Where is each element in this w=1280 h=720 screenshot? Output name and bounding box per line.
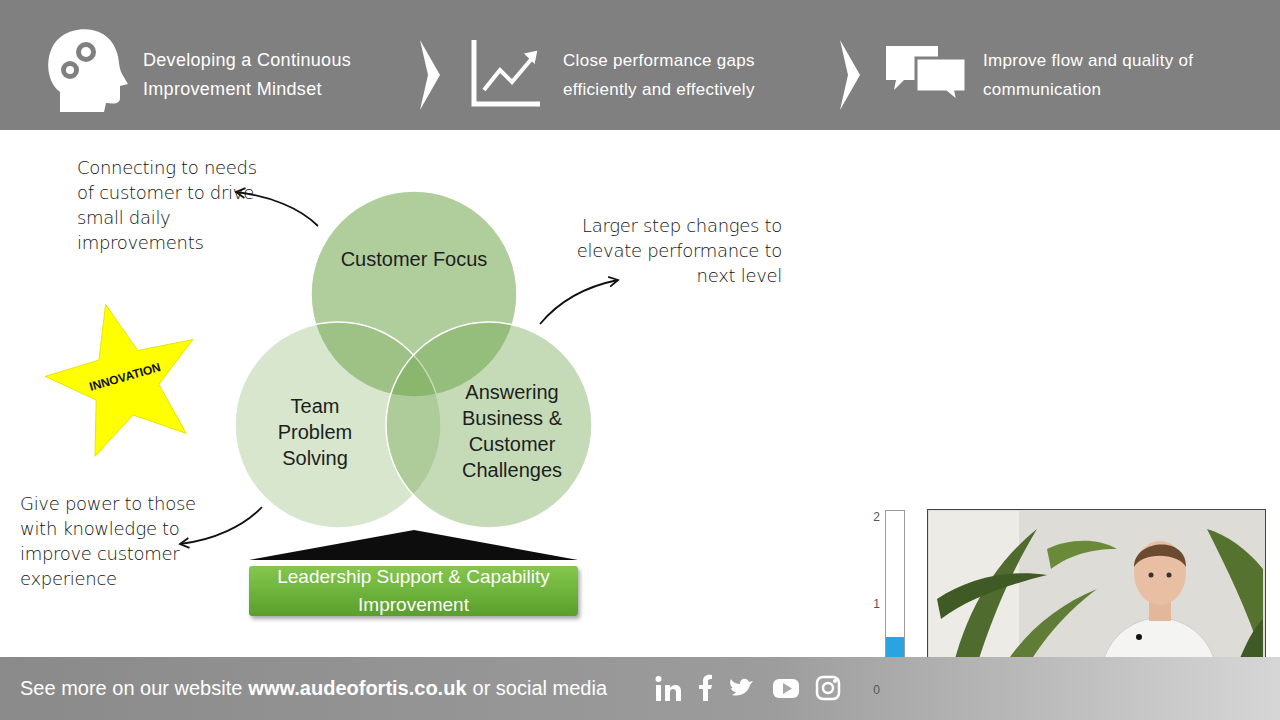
website-url: www.audeofortis.co.uk [248,676,466,700]
circle-fill [386,322,592,528]
social-icons [656,675,840,701]
handwritten-note: Larger step changes to elevate performan… [572,213,782,288]
gauge-tick: 2 [866,510,880,524]
youtube-icon [773,679,799,698]
node-text: Customer Focus [339,246,489,272]
node-text: Leadership Support & Capability Improvem… [249,563,578,619]
instagram-icon [817,677,839,699]
handwritten-note: Connecting to needs of customer to drive… [77,155,259,255]
twitter-icon [730,679,753,696]
facebook-icon [699,675,712,701]
footer-text: or social media [473,676,608,700]
chevron [840,40,860,110]
chevron [420,40,440,110]
communication-icon [886,46,966,102]
handwritten-note: Give power to those with knowledge to im… [20,491,202,591]
header-step: Developing a Continuous Improvement Mind… [143,46,393,104]
innovation-star: INNOVATION [45,300,205,456]
star-fill [45,304,193,456]
mindset-icon [48,29,128,112]
foundation-box: Leadership Support & Capability Improvem… [249,566,578,616]
leader-arrow [540,280,618,324]
footer-background [0,657,1280,720]
node-text: Answering Business & Customer Challenges [437,379,587,483]
gauge-tick: 0 [866,683,880,697]
support-triangle [249,530,578,560]
header-background [0,0,1280,130]
node-text: Team Problem Solving [255,393,375,471]
venn-circle: Answering Business & Customer Challenges [385,321,593,529]
header-step: Close performance gaps efficiently and e… [563,46,808,104]
gauge-tick: 1 [866,597,880,611]
chart-icon [474,40,540,104]
footer-text: See more on our website [20,676,242,700]
header-step: Improve flow and quality of communicatio… [983,46,1211,104]
footer-text-row: See more on our websitewww.audeofortis.c… [20,676,607,700]
linkedin-icon [656,676,682,701]
